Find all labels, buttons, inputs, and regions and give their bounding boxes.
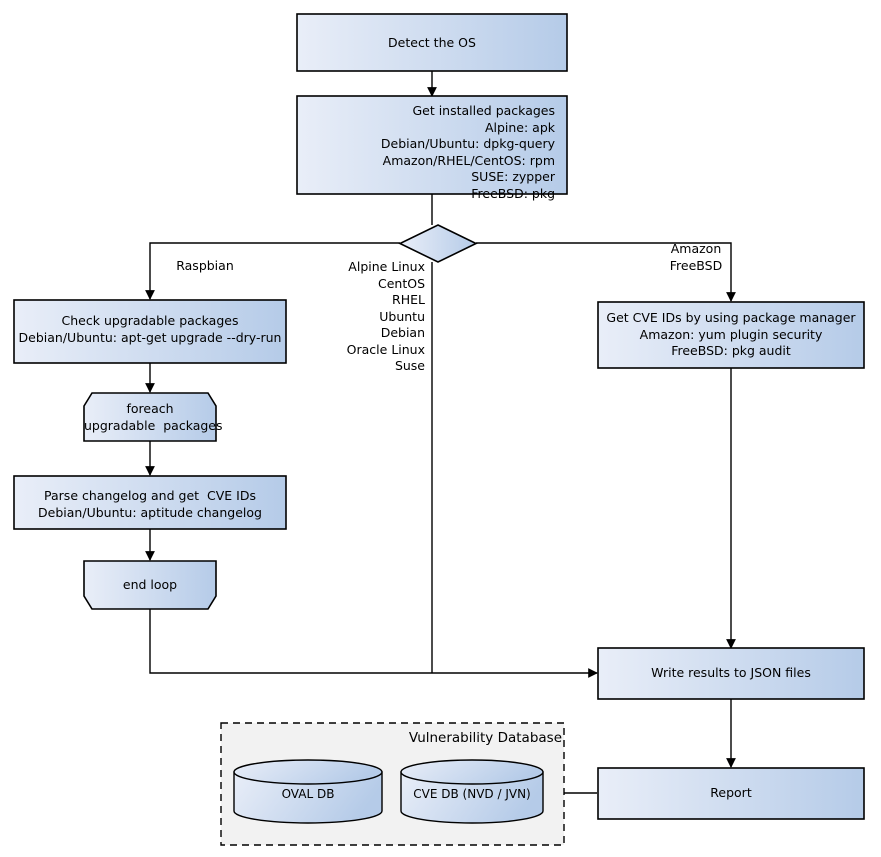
os-decision-hit[interactable] [400,225,476,263]
foreach-loop-hit[interactable] [84,393,216,441]
get-installed-packages-hit[interactable] [297,96,567,194]
edge-label-middle-os-list: Alpine Linux CentOS RHEL Ubuntu Debian O… [346,259,425,373]
oval-db-hit[interactable] [234,760,382,823]
edge-label-raspbian: Raspbian [176,258,234,273]
edge-decision-to-get-cve-ids [476,242,736,302]
report-hit[interactable] [598,768,864,819]
check-upgradable-hit[interactable] [14,300,286,363]
vulnerability-database-title: Vulnerability Database [408,730,562,746]
cve-db-hit[interactable] [401,760,543,823]
end-loop-hit[interactable] [84,561,216,609]
parse-changelog-hit[interactable] [14,476,286,529]
detect-os-hit[interactable] [297,14,567,71]
edge-decision-to-check-upgradable [145,242,400,300]
edge-end-loop-to-write-results [149,609,598,678]
edge-label-amazon-freebsd: Amazon FreeBSD [669,241,723,273]
get-cve-ids-hit[interactable] [598,302,864,368]
write-results-hit[interactable] [598,648,864,699]
